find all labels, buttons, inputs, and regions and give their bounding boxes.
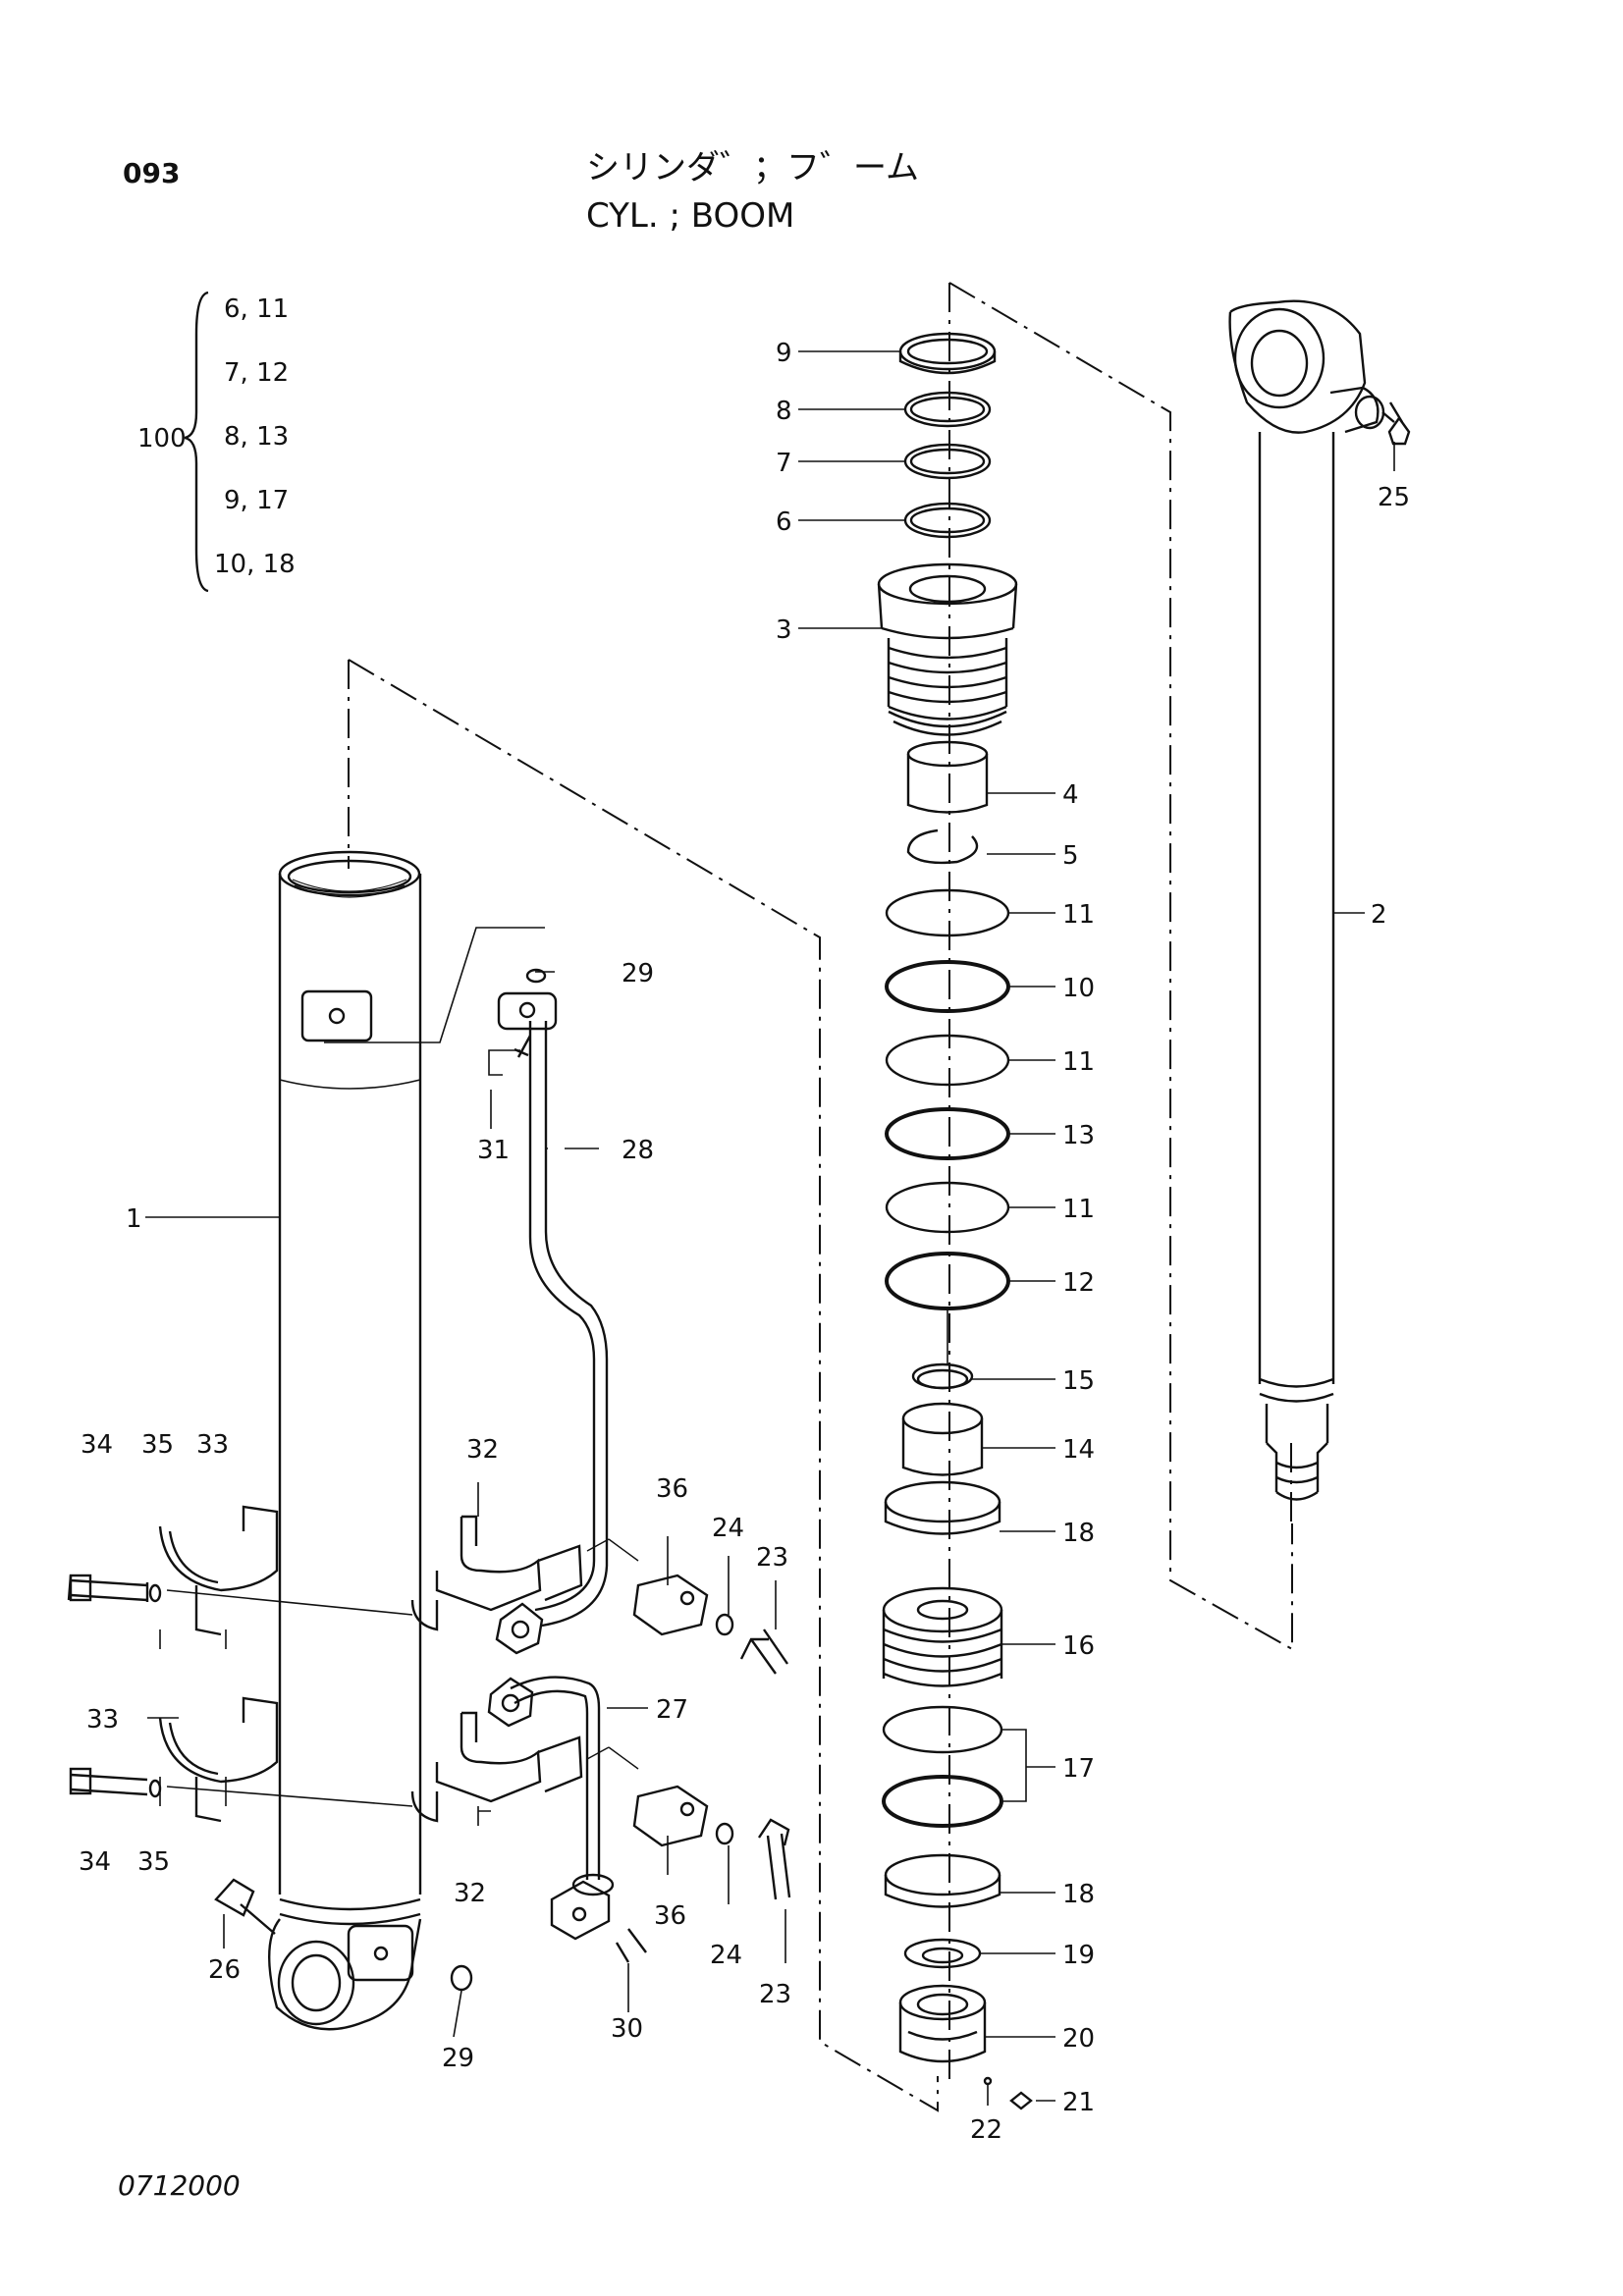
callout-7: 7 [776,449,792,478]
callout-24: 24 [710,1941,742,1970]
callout-32: 32 [454,1879,486,1908]
callout-36: 36 [654,1901,686,1931]
callout-11: 11 [1062,1047,1095,1077]
page-number: 093 [123,157,181,189]
callout-34: 34 [81,1430,113,1460]
callout-1: 1 [126,1204,142,1234]
kit-group-1: 6, 11 [224,294,290,324]
callout-11: 11 [1062,900,1095,930]
callout-5: 5 [1062,841,1079,871]
callout-25: 25 [1378,483,1410,512]
callout-35: 35 [141,1430,174,1460]
clamp-lower [632,1785,709,1847]
title-english: CYL. ; BOOM [586,196,795,236]
bracket-upper [158,1505,583,1636]
callout-20: 20 [1062,2024,1095,2054]
callout-8: 8 [776,397,792,426]
piston-rod [1228,299,1411,1501]
bracket-lower [158,1696,583,1823]
callout-32: 32 [466,1435,499,1465]
callout-33: 33 [196,1430,229,1460]
callout-35: 35 [137,1847,170,1877]
callout-23: 23 [756,1543,788,1573]
callout-16: 16 [1062,1631,1095,1661]
callout-31: 31 [477,1136,510,1165]
callout-2: 2 [1371,900,1387,930]
callout-10: 10 [1062,974,1095,1003]
clamp-upper [632,1574,709,1636]
callout-19: 19 [1062,1941,1095,1970]
cylinder-tube [268,850,422,2031]
kit-group-2: 7, 12 [224,358,290,388]
callout-11: 11 [1062,1195,1095,1224]
kit-label: 100 [137,424,187,454]
callout-18: 18 [1062,1880,1095,1909]
callout-13: 13 [1062,1121,1095,1150]
kit-group-4: 9, 17 [224,486,290,515]
callout-34: 34 [79,1847,111,1877]
callout-9: 9 [776,339,792,368]
callout-22: 22 [970,2115,1002,2145]
callout-27: 27 [656,1695,688,1725]
callout-28: 28 [622,1136,654,1165]
callout-21: 21 [1062,2088,1095,2117]
callout-26: 26 [208,1955,241,1985]
callout-24: 24 [712,1514,744,1543]
kit-group-3: 8, 13 [224,422,290,452]
kit-group-5: 10, 18 [214,550,296,579]
assembly-dashed-lines [348,282,1293,2112]
kit-brace [184,291,209,593]
callout-15: 15 [1062,1366,1095,1396]
callout-14: 14 [1062,1435,1095,1465]
title-japanese: シリンダ゛；フ゛ーム [586,148,919,187]
callout-23: 23 [759,1980,791,2009]
callout-17: 17 [1062,1754,1095,1784]
callout-30: 30 [611,2014,643,2044]
callout-36: 36 [656,1474,688,1504]
callout-18: 18 [1062,1519,1095,1548]
callout-6: 6 [776,507,792,537]
seal-stack [877,332,1033,2110]
callout-29: 29 [442,2044,474,2073]
callout-29: 29 [622,959,654,988]
pipe-lower [487,1676,647,1963]
drawing-number: 0712000 [118,2169,241,2202]
leader-lines [145,350,1395,2106]
callout-4: 4 [1062,780,1079,810]
callout-labels: 9 8 7 6 3 4 5 11 10 11 13 11 12 15 14 18… [79,339,1410,2145]
callout-33: 33 [86,1705,119,1735]
pipe-upper [488,968,609,1655]
callout-3: 3 [776,615,792,645]
callout-12: 12 [1062,1268,1095,1298]
